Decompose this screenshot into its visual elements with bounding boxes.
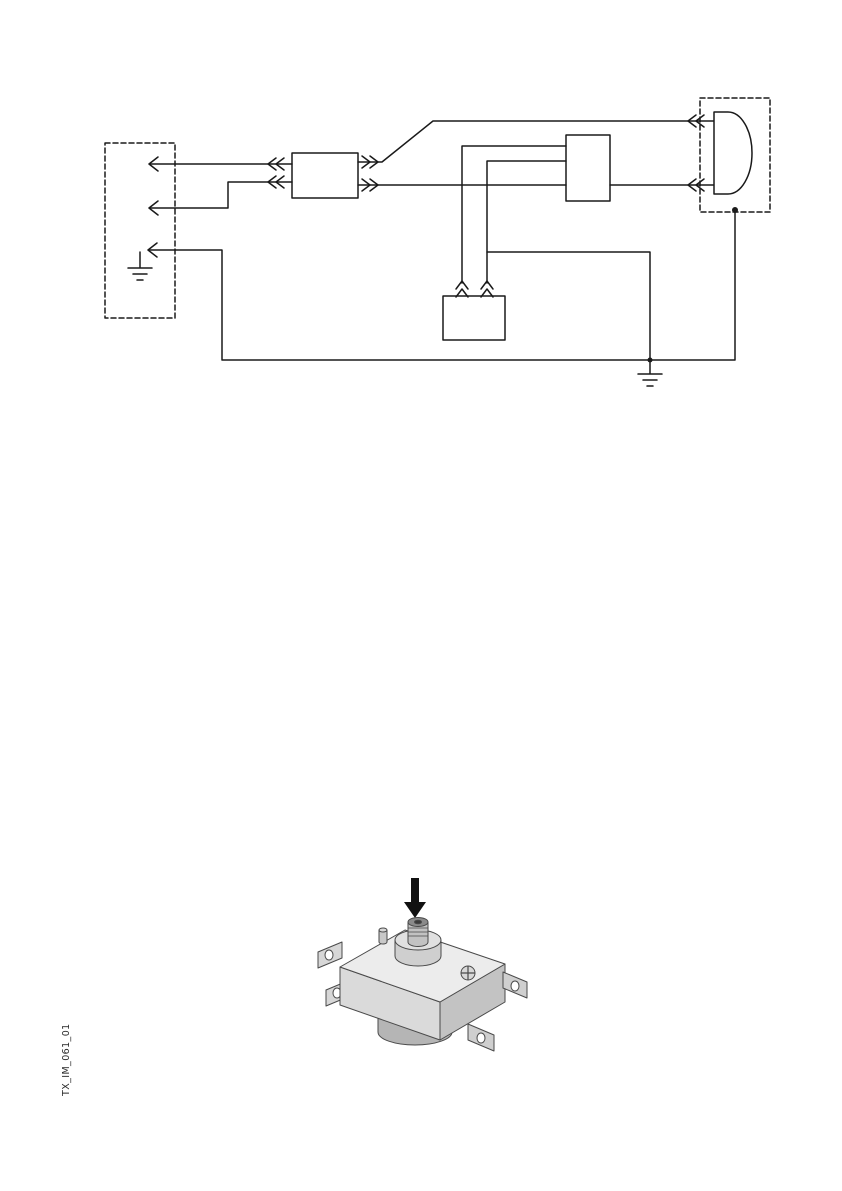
wiring-diagram xyxy=(104,97,771,387)
mounting-tab-left-upper xyxy=(317,941,343,969)
pin-top xyxy=(378,927,388,933)
screw-head xyxy=(460,965,476,981)
thermostat-illustration xyxy=(317,878,528,1052)
ground-icon-right xyxy=(637,359,663,387)
press-down-arrow-icon xyxy=(404,878,426,918)
interference-filter-box xyxy=(291,152,359,199)
lamp-icon xyxy=(713,111,753,195)
stem-hole xyxy=(414,919,422,925)
wire-segment xyxy=(357,120,701,163)
locating-pin xyxy=(378,927,388,945)
lamp-lead-wires xyxy=(699,120,715,186)
junction-dot xyxy=(732,207,738,213)
wire-segment xyxy=(486,160,567,284)
document-code: TX_IM_061_01 xyxy=(61,1023,72,1096)
mounting-tab-right-upper xyxy=(502,971,528,999)
wire-segment xyxy=(149,211,736,361)
thread-lines xyxy=(408,927,428,937)
connector-chevron-icon-capacitor xyxy=(455,280,494,298)
junction-dot xyxy=(647,357,653,363)
connector-chevron-icon-lamp xyxy=(687,114,705,192)
wiring-lines-group xyxy=(104,97,771,387)
reset-button-boss xyxy=(394,917,442,967)
terminal-arrow-icons xyxy=(147,156,159,258)
mounting-tab-right-lower xyxy=(467,1023,495,1052)
thermostat-group xyxy=(317,878,528,1052)
screw-cross-icon xyxy=(461,966,475,980)
wire-segment xyxy=(149,181,293,209)
tab-hole xyxy=(324,949,334,961)
mains-terminal-block xyxy=(104,142,176,319)
tab-hole xyxy=(510,980,520,992)
wire-segment xyxy=(486,251,651,361)
capacitor-box xyxy=(442,295,506,341)
tab-hole xyxy=(476,1032,486,1044)
connector-chevron-icon-filter-left xyxy=(267,157,285,189)
pin-body xyxy=(378,930,388,945)
ground-icon-left xyxy=(127,251,153,281)
wire-segment xyxy=(461,145,567,284)
connector-chevron-icon-filter-right xyxy=(361,155,379,192)
junction-box xyxy=(565,134,611,202)
